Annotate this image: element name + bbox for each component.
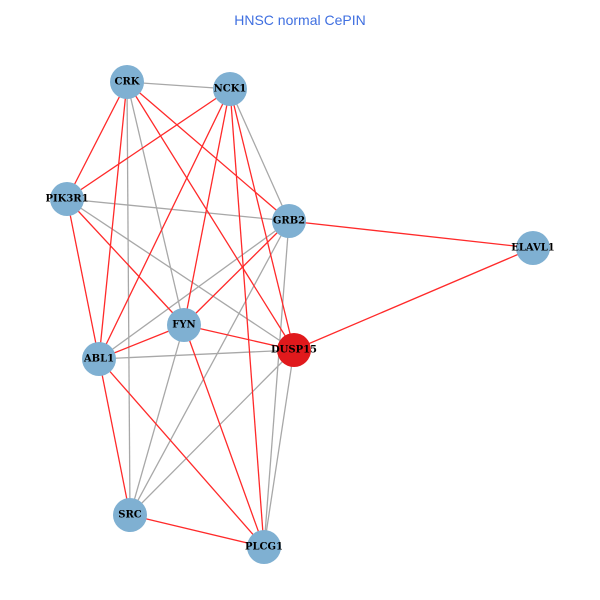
node-abl1[interactable]: ABL1 bbox=[82, 342, 116, 376]
node-circle bbox=[272, 204, 306, 238]
node-circle bbox=[113, 498, 147, 532]
edge-nck1-pik3r1 bbox=[66, 88, 231, 200]
node-crk[interactable]: CRK bbox=[110, 65, 144, 99]
edge-crk-fyn bbox=[126, 81, 185, 326]
edge-abl1-plcg1 bbox=[98, 358, 265, 548]
diagram-title: HNSC normal CePIN bbox=[234, 12, 366, 28]
node-src[interactable]: SRC bbox=[113, 498, 147, 532]
edge-fyn-plcg1 bbox=[183, 324, 265, 548]
edge-crk-abl1 bbox=[98, 81, 128, 360]
node-pik3r1[interactable]: PIK3R1 bbox=[45, 182, 89, 216]
node-label: NCK1 bbox=[214, 84, 247, 95]
edge-nck1-plcg1 bbox=[229, 88, 265, 548]
edge-nck1-abl1 bbox=[98, 88, 231, 360]
edge-fyn-dusp15 bbox=[183, 324, 295, 351]
edge-nck1-grb2 bbox=[229, 88, 290, 222]
edge-crk-nck1 bbox=[126, 81, 231, 90]
node-label: PLCG1 bbox=[245, 542, 283, 553]
node-plcg1[interactable]: PLCG1 bbox=[245, 530, 283, 564]
node-grb2[interactable]: GRB2 bbox=[272, 204, 306, 238]
edge-grb2-src bbox=[129, 220, 290, 516]
edge-crk-grb2 bbox=[126, 81, 290, 222]
edge-dusp15-plcg1 bbox=[263, 349, 295, 548]
edge-crk-pik3r1 bbox=[66, 81, 128, 200]
edge-elavl1-dusp15 bbox=[293, 247, 534, 351]
node-label: SRC bbox=[118, 510, 142, 521]
edge-pik3r1-dusp15 bbox=[66, 198, 295, 351]
node-circle bbox=[167, 308, 201, 342]
node-label: FYN bbox=[172, 320, 195, 331]
node-label: DUSP15 bbox=[271, 345, 317, 356]
node-circle bbox=[277, 333, 311, 367]
edge-abl1-dusp15 bbox=[98, 349, 295, 360]
edge-crk-dusp15 bbox=[126, 81, 295, 351]
edge-dusp15-src bbox=[129, 349, 295, 516]
node-circle bbox=[82, 342, 116, 376]
node-circle bbox=[50, 182, 84, 216]
edge-pik3r1-grb2 bbox=[66, 198, 290, 222]
edge-src-plcg1 bbox=[129, 514, 265, 548]
edge-nck1-dusp15 bbox=[229, 88, 295, 351]
node-label: ABL1 bbox=[83, 354, 114, 365]
edge-grb2-abl1 bbox=[98, 220, 290, 360]
edge-pik3r1-abl1 bbox=[66, 198, 100, 360]
node-fyn[interactable]: FYN bbox=[167, 308, 201, 342]
edge-nck1-fyn bbox=[183, 88, 231, 326]
node-circle bbox=[110, 65, 144, 99]
node-label: PIK3R1 bbox=[45, 194, 88, 205]
node-dusp15[interactable]: DUSP15 bbox=[271, 333, 317, 367]
node-nck1[interactable]: NCK1 bbox=[213, 72, 247, 106]
edge-abl1-src bbox=[98, 358, 131, 516]
node-elavl1[interactable]: ELAVL1 bbox=[511, 231, 555, 265]
node-label: CRK bbox=[115, 77, 140, 88]
node-circle bbox=[247, 530, 281, 564]
edge-grb2-plcg1 bbox=[263, 220, 290, 548]
node-circle bbox=[213, 72, 247, 106]
node-circle bbox=[516, 231, 550, 265]
edge-grb2-fyn bbox=[183, 220, 290, 326]
edge-fyn-src bbox=[129, 324, 185, 516]
edge-pik3r1-fyn bbox=[66, 198, 185, 326]
edge-grb2-elavl1 bbox=[288, 220, 534, 249]
node-label: ELAVL1 bbox=[511, 243, 554, 254]
node-label: GRB2 bbox=[273, 216, 305, 227]
